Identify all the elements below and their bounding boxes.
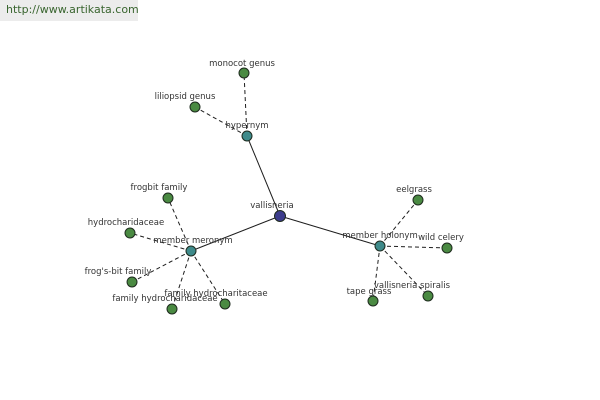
graph-nodes bbox=[124, 67, 453, 315]
label-tape-grass: tape grass bbox=[347, 287, 392, 297]
edge-hypernym-monocot-genus bbox=[243, 72, 248, 137]
node-eelgrass[interactable] bbox=[412, 194, 424, 206]
node-frogs-bit-family[interactable] bbox=[126, 276, 138, 288]
edge-meronym-family-hydrocharidaceae bbox=[171, 250, 192, 310]
node-liliopsid-genus[interactable] bbox=[189, 101, 201, 113]
node-family-hydrocharidaceae[interactable] bbox=[166, 303, 178, 315]
node-family-hydrocharitaceae[interactable] bbox=[219, 298, 231, 310]
label-vallisneria-spiralis: vallisneria spiralis bbox=[374, 281, 451, 291]
label-frogbit-family: frogbit family bbox=[131, 183, 188, 193]
node-member-holonym[interactable] bbox=[374, 240, 386, 252]
edge-meronym-hydrocharidaceae bbox=[129, 232, 192, 252]
node-vallisneria-spiralis[interactable] bbox=[422, 290, 434, 302]
node-member-meronym[interactable] bbox=[185, 245, 197, 257]
edge-holonym-wild-celery bbox=[379, 245, 448, 249]
edge-hypernym-liliopsid-genus bbox=[194, 106, 248, 137]
node-root[interactable] bbox=[274, 210, 286, 222]
node-hypernym[interactable] bbox=[241, 130, 253, 142]
node-tape-grass[interactable] bbox=[367, 295, 379, 307]
watermark-link[interactable]: http://www.artikata.com bbox=[6, 3, 139, 16]
edge-holonym-eelgrass bbox=[379, 199, 419, 247]
label-member-holonym: member holonym bbox=[342, 231, 417, 241]
node-frogbit-family[interactable] bbox=[162, 192, 174, 204]
label-member-meronym: member meronym bbox=[153, 236, 232, 246]
label-monocot-genus: monocot genus bbox=[209, 59, 275, 69]
label-family-hydrocharidaceae: family hydrocharidaceae bbox=[112, 294, 217, 304]
edge-meronym-frogbit-family bbox=[167, 197, 192, 252]
graph-labels: vallisneria hypernym member meronym memb… bbox=[85, 59, 464, 304]
node-wild-celery[interactable] bbox=[441, 242, 453, 254]
edge-root-meronym bbox=[190, 215, 281, 252]
label-root: vallisneria bbox=[250, 201, 293, 211]
edge-meronym-family-hydrocharitaceae bbox=[190, 250, 226, 305]
node-monocot-genus[interactable] bbox=[238, 67, 250, 79]
graph-edges bbox=[129, 72, 448, 310]
edge-holonym-vallisneria-spiralis bbox=[379, 245, 429, 297]
label-wild-celery: wild celery bbox=[418, 233, 464, 243]
edge-root-holonym bbox=[279, 215, 381, 247]
edge-holonym-tape-grass bbox=[372, 245, 381, 302]
watermark-banner: http://www.artikata.com bbox=[0, 0, 139, 21]
label-liliopsid-genus: liliopsid genus bbox=[155, 92, 216, 102]
edge-root-hypernym bbox=[246, 135, 281, 217]
label-hydrocharidaceae: hydrocharidaceae bbox=[88, 218, 164, 228]
label-eelgrass: eelgrass bbox=[396, 185, 432, 195]
node-hydrocharidaceae[interactable] bbox=[124, 227, 136, 239]
label-frogs-bit-family: frog's-bit family bbox=[85, 267, 152, 277]
label-hypernym: hypernym bbox=[225, 121, 268, 131]
label-family-hydrocharitaceae: family hydrocharitaceae bbox=[164, 289, 267, 299]
